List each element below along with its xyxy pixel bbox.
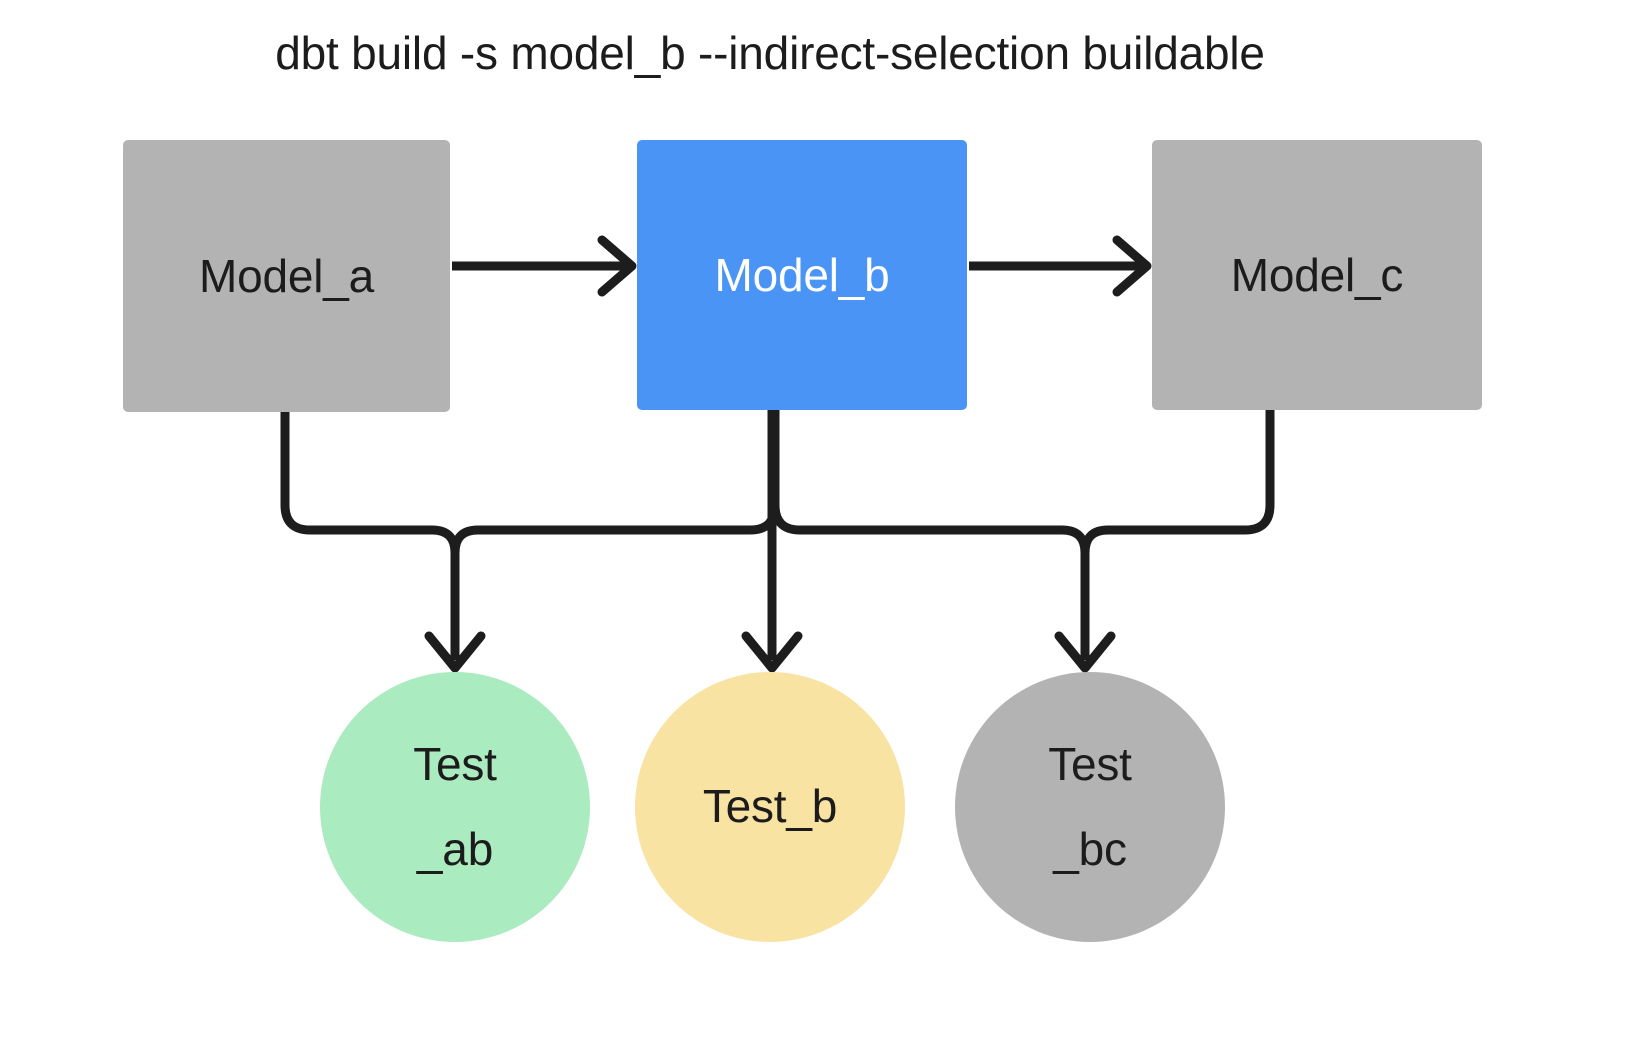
- node-model-a-label: Model_a: [198, 250, 375, 302]
- edge-model-a-to-model-b: [452, 235, 637, 297]
- node-model-a[interactable]: Model_a: [123, 140, 450, 412]
- node-model-c-label: Model_c: [1230, 249, 1404, 301]
- node-test-bc[interactable]: Test _bc: [955, 672, 1225, 942]
- page-title: dbt build -s model_b --indirect-selectio…: [275, 27, 1265, 79]
- node-test-bc-label-line2: _bc: [1053, 823, 1127, 875]
- node-test-ab-label-line1: Test: [413, 737, 497, 790]
- edge-model-b-to-model-c: [969, 235, 1152, 297]
- node-test-b[interactable]: Test_b: [635, 672, 905, 942]
- edge-model-c-to-test-bc: [1080, 410, 1275, 554]
- edge-model-b-to-test-bc: [770, 410, 1116, 673]
- node-model-b-label: Model_b: [714, 249, 890, 301]
- node-test-ab-label-line2: _ab: [416, 823, 494, 875]
- node-test-bc-label-line1: Test: [1048, 737, 1132, 790]
- node-model-b[interactable]: Model_b: [637, 140, 967, 410]
- edge-model-b-to-test-ab: [450, 410, 780, 554]
- node-test-ab[interactable]: Test _ab: [320, 672, 590, 942]
- edge-model-a-to-test-ab: [280, 412, 486, 673]
- node-test-b-label-line1: Test_b: [702, 780, 838, 833]
- node-model-c[interactable]: Model_c: [1152, 140, 1482, 410]
- edge-model-b-to-test-b: [741, 410, 803, 673]
